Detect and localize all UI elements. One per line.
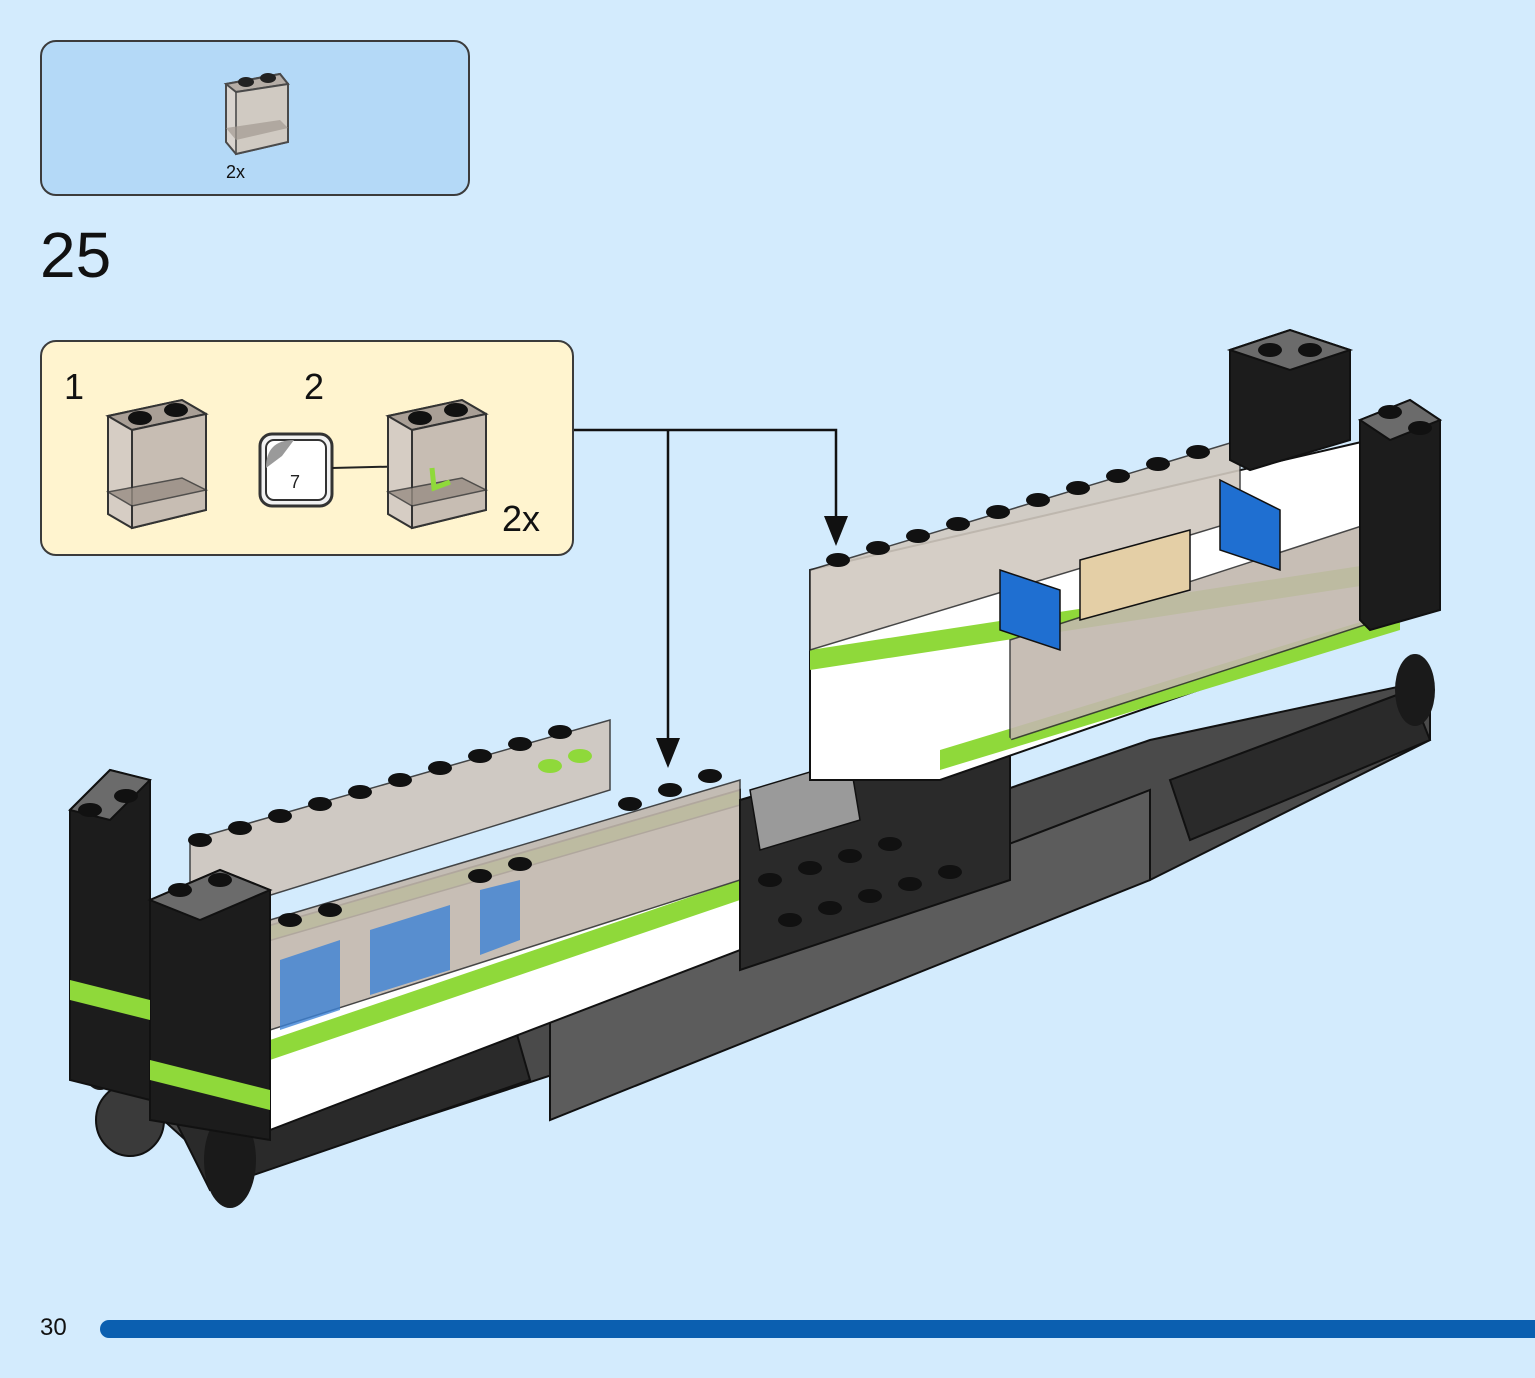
rear-end-cap [68,768,273,1142]
progress-bar [100,1320,1535,1338]
sticker-icon [258,432,334,508]
front-end-cap [1226,328,1443,632]
left-body-section [149,719,741,1132]
page-number: 30 [40,1314,67,1341]
sub-step-1-label: 1 [64,366,85,407]
sub-step-2-label: 2 [304,366,325,407]
panel-piece-2 [385,398,489,530]
right-body-section [809,438,1401,781]
train-car-illustration [68,328,1443,1208]
panel-piece-1 [105,398,209,530]
step-number: 25 [40,219,112,291]
placement-arrows [574,428,848,768]
sticker-number: 7 [290,472,301,492]
sub-assembly-multiplier: 2x [502,498,541,539]
parts-list-box: 2x [40,40,470,196]
sub-assembly-box: 1 2 7 2x [40,340,574,556]
center-floor [739,718,1011,972]
transparent-panel-icon [223,72,290,156]
parts-quantity: 2x [226,162,246,182]
front-bogie [1168,654,1435,842]
studs [78,343,1432,927]
